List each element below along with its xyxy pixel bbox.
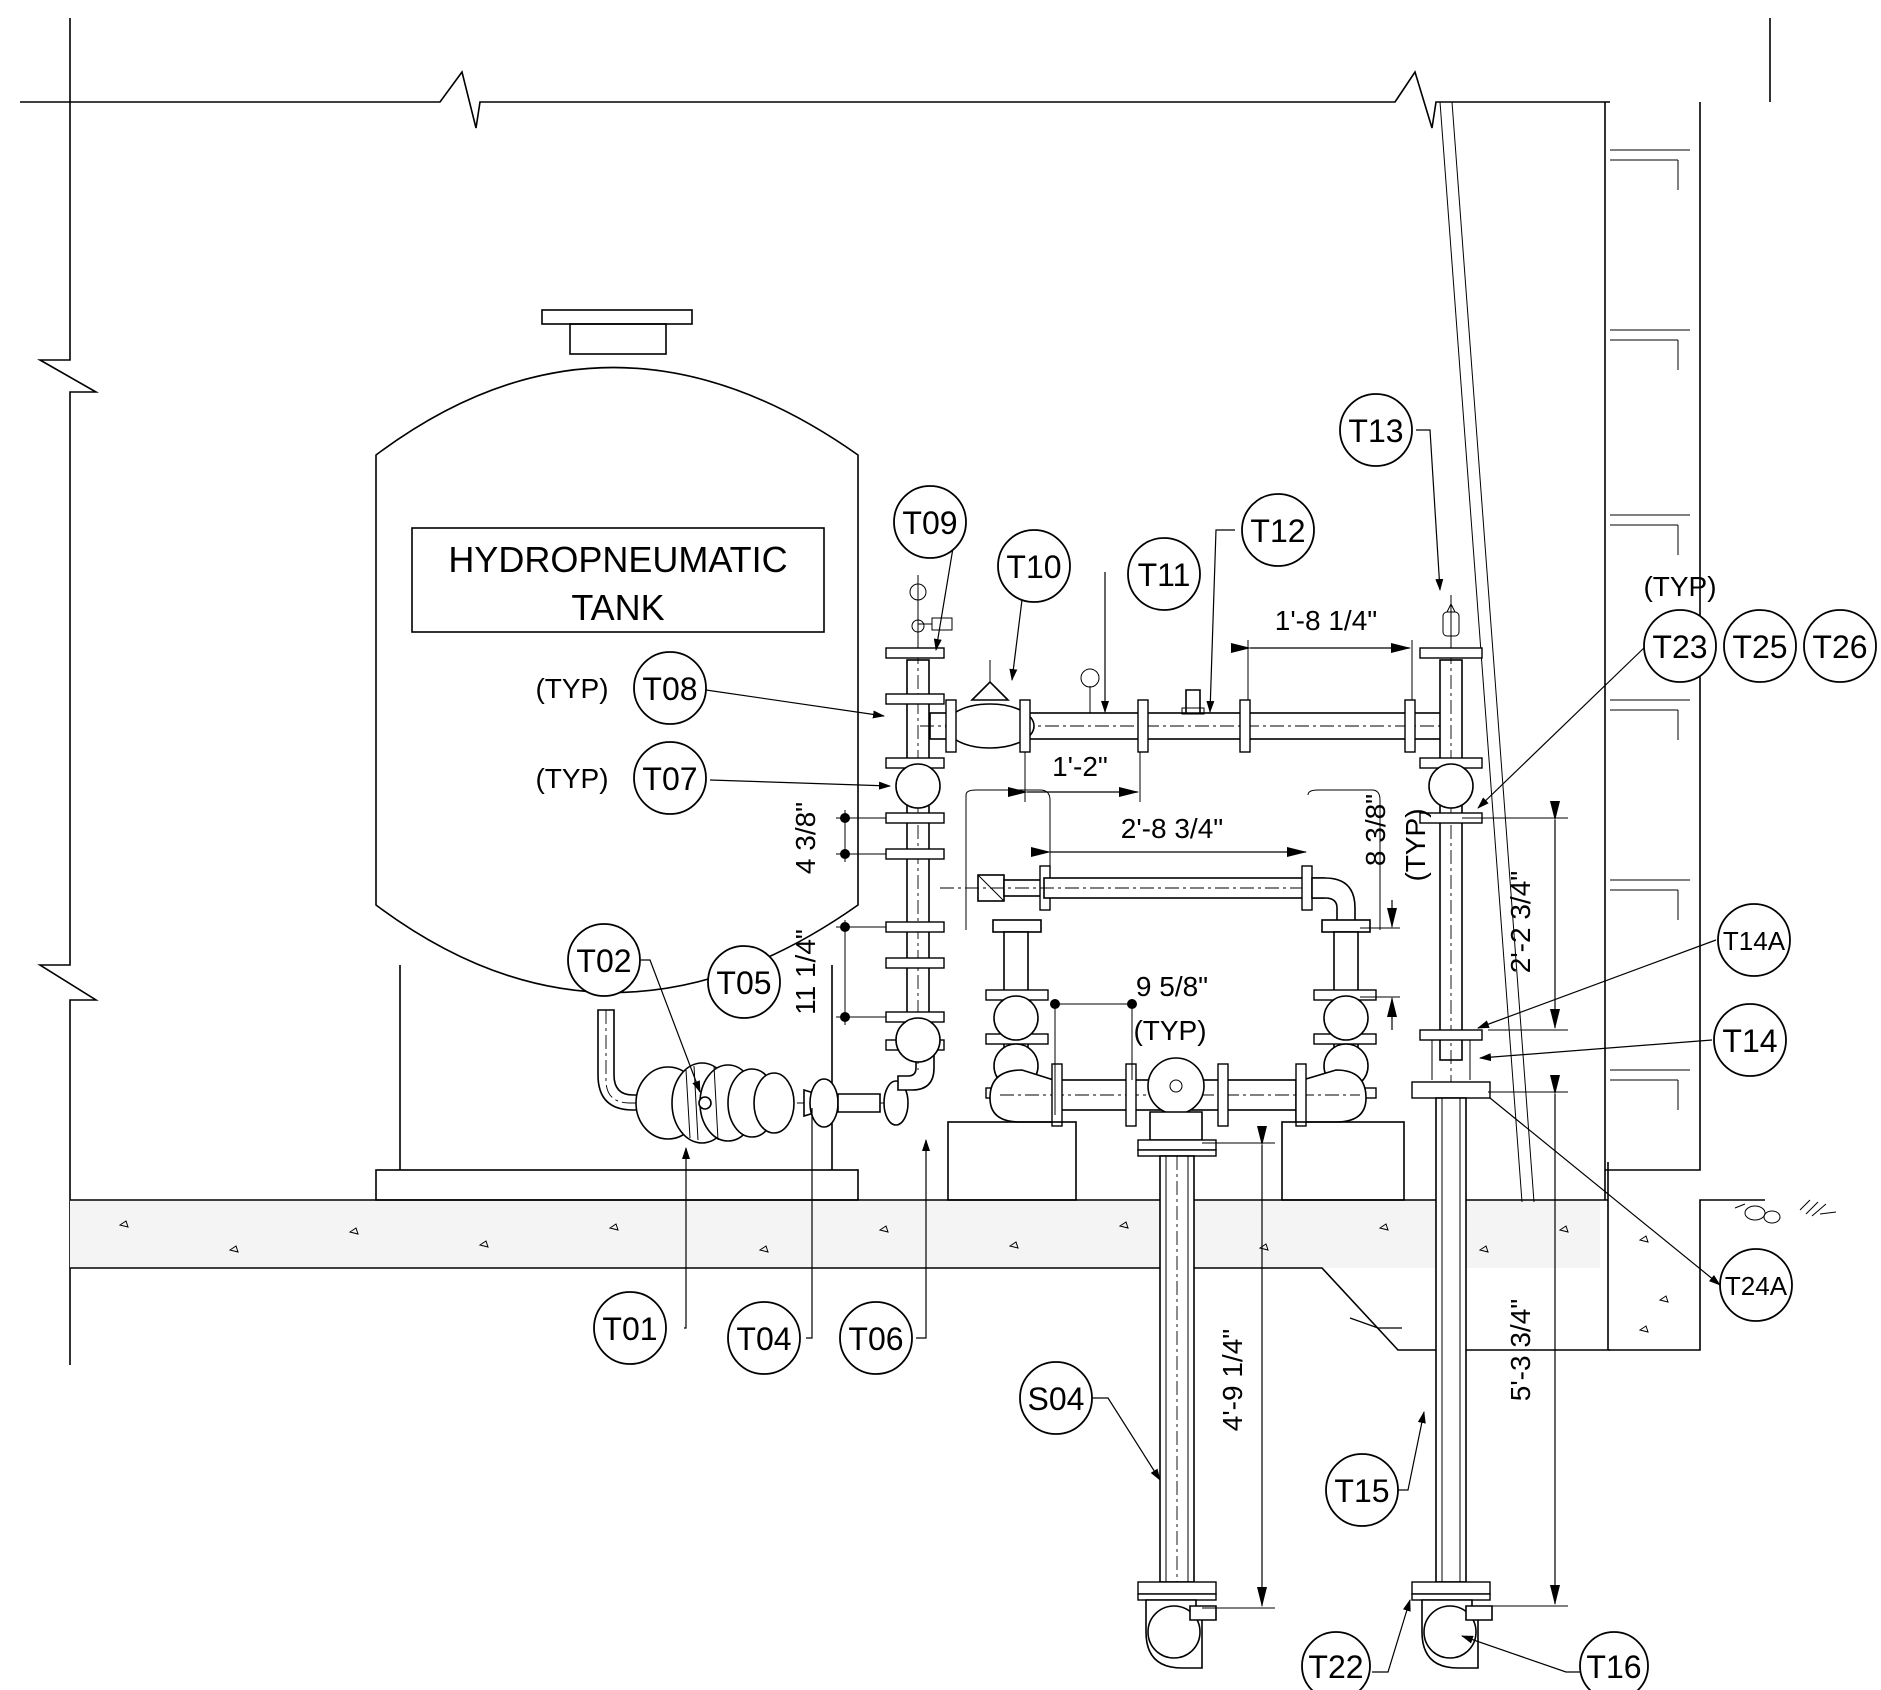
tag-t22[interactable]: T22 [1301, 1631, 1371, 1690]
note-typ-8-3-8: (TYP) [1400, 808, 1431, 881]
earth-symbol [1734, 1199, 1837, 1224]
tag-t11[interactable]: T11 [1127, 537, 1201, 611]
tag-t12[interactable]: T12 [1241, 493, 1315, 567]
tag-t10[interactable]: T10 [997, 529, 1071, 603]
tag-t09[interactable]: T09 [893, 485, 967, 559]
tag-t09-label: T09 [902, 505, 957, 541]
dim-4-9-1-4: 4'-9 1/4" [1217, 1329, 1248, 1431]
tag-t10-label: T10 [1006, 549, 1061, 585]
dim-9-5-8: 9 5/8" [1136, 971, 1208, 1002]
tag-t14a-label: T14A [1723, 926, 1786, 956]
dim-5-3-3-4: 5'-3 3/4" [1505, 1299, 1536, 1401]
note-typ-t07: (TYP) [535, 763, 608, 794]
tag-t25-label: T25 [1732, 629, 1787, 665]
tag-t26[interactable]: T26 [1803, 609, 1877, 683]
dim-11-1-4: 11 1/4" [790, 929, 821, 1015]
dim-1-2: 1'-2" [1052, 751, 1108, 782]
tag-t26-label: T26 [1812, 629, 1867, 665]
tag-t12-label: T12 [1250, 513, 1305, 549]
tag-t02[interactable]: T02 [567, 923, 641, 997]
tag-t05[interactable]: T05 [707, 945, 781, 1019]
tag-t15[interactable]: T15 [1325, 1453, 1399, 1527]
note-typ-t08: (TYP) [535, 673, 608, 704]
building-outline [20, 18, 1837, 1365]
tag-t24a-label: T24A [1725, 1271, 1788, 1301]
tank-label-line2: TANK [571, 587, 664, 628]
note-typ-9-5-8: (TYP) [1133, 1015, 1206, 1046]
tag-t01[interactable]: T01 [593, 1291, 667, 1365]
tag-t15-label: T15 [1334, 1473, 1389, 1509]
wall-panels [1610, 149, 1690, 1110]
left-riser [885, 575, 953, 1070]
hydropneumatic-tank: HYDROPNEUMATIC TANK [375, 309, 859, 1201]
note-typ-t23: (TYP) [1643, 571, 1716, 602]
tag-t16[interactable]: T16 [1579, 1631, 1649, 1690]
tag-t04-label: T04 [736, 1321, 791, 1357]
tag-t24a[interactable]: T24A [1719, 1248, 1793, 1322]
tag-s04-label: S04 [1028, 1381, 1085, 1417]
middle-down-pipe [1137, 1139, 1217, 1669]
tag-t04[interactable]: T04 [727, 1301, 801, 1375]
tank-label-box [411, 527, 825, 633]
tag-t01-label: T01 [602, 1311, 657, 1347]
concrete-hatch [118, 1220, 1669, 1333]
tag-bubbles: T02 T05 T01 T04 T06 T09 T10 T11 T12 T13 … [535, 393, 1877, 1690]
tag-t13-label: T13 [1348, 413, 1403, 449]
tag-t08-label: T08 [642, 671, 697, 707]
dim-1-8-1-4: 1'-8 1/4" [1275, 605, 1377, 636]
tag-t05-label: T05 [716, 965, 771, 1001]
pump-loop [940, 789, 1405, 1201]
tag-t25[interactable]: T25 [1723, 609, 1797, 683]
tag-t14[interactable]: T14 [1713, 1003, 1787, 1077]
tag-t22-label: T22 [1308, 1649, 1363, 1685]
tag-t08[interactable]: T08 [633, 651, 707, 725]
tag-t23-label: T23 [1652, 629, 1707, 665]
tag-s04[interactable]: S04 [1019, 1361, 1093, 1435]
tag-t02-label: T02 [576, 943, 631, 979]
tag-t11-label: T11 [1138, 557, 1191, 593]
tag-t07[interactable]: T07 [633, 741, 707, 815]
suction-pump-assembly [597, 1009, 935, 1144]
right-riser [1411, 595, 1493, 1669]
tag-t06-label: T06 [848, 1321, 903, 1357]
floor-slab [70, 1200, 1600, 1268]
tag-t14a[interactable]: T14A [1717, 903, 1791, 977]
tank-label-line1: HYDROPNEUMATIC [448, 539, 787, 580]
tag-t06[interactable]: T06 [839, 1301, 913, 1375]
tag-t23[interactable]: T23 [1643, 609, 1717, 683]
dim-4-3-8: 4 3/8" [790, 802, 821, 874]
dimensions: 1'-8 1/4" 1'-2" 2'-8 3/4" 4 3/8" 11 1/4"… [790, 605, 1568, 1609]
dim-2-2-3-4: 2'-2 3/4" [1505, 871, 1536, 973]
tag-t16-label: T16 [1586, 1649, 1641, 1685]
tag-t14-label: T14 [1722, 1023, 1777, 1059]
tag-t13[interactable]: T13 [1339, 393, 1413, 467]
top-header [920, 660, 1460, 753]
dim-2-8-3-4: 2'-8 3/4" [1121, 813, 1223, 844]
tag-t07-label: T07 [642, 761, 697, 797]
dim-8-3-8: 8 3/8" [1360, 794, 1391, 866]
